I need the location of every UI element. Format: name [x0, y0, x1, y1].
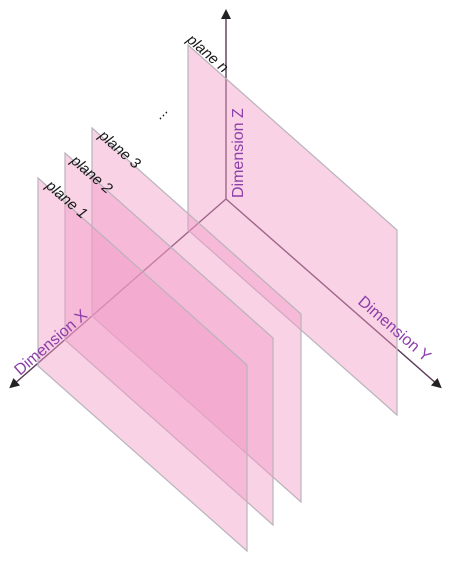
- planes-ellipsis: ...: [151, 102, 172, 123]
- x-axis-line: [9, 198, 227, 389]
- plane-3: [91, 126, 302, 504]
- plane-2: [64, 151, 274, 527]
- z-axis-label: Dimension Z: [230, 108, 247, 198]
- plane-n: [187, 43, 398, 417]
- plane-1: [37, 176, 248, 553]
- y-axis-line: [225, 198, 442, 389]
